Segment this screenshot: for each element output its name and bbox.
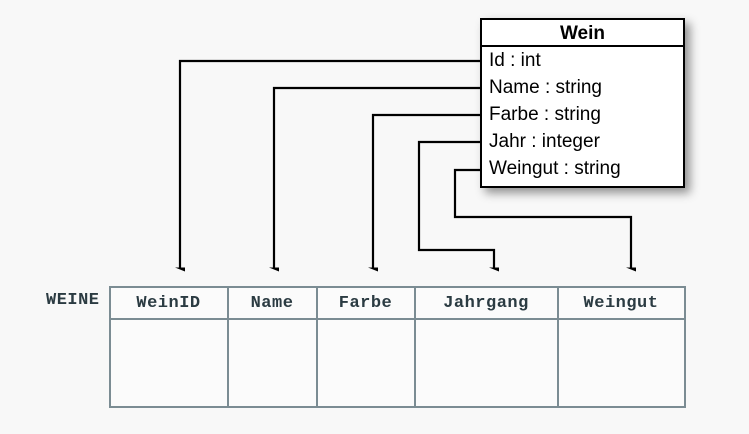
table-header-row: WeinID Name Farbe Jahrgang Weingut: [108, 286, 686, 320]
connector-farbe-to-farbe: [373, 113, 481, 268]
class-attribute: Jahr : integer: [489, 131, 600, 152]
table-row: [108, 318, 686, 408]
table-cell[interactable]: [315, 318, 416, 408]
column-header-name[interactable]: Name: [226, 286, 318, 320]
class-attribute: Farbe : string: [489, 104, 601, 125]
class-attribute: Weingut : string: [489, 158, 621, 179]
table-cell[interactable]: [413, 318, 559, 408]
class-attribute: Id : int: [489, 50, 541, 71]
column-header-jahrgang[interactable]: Jahrgang: [413, 286, 559, 320]
column-header-weinid[interactable]: WeinID: [108, 286, 229, 320]
connector-id-to-weinid: [180, 59, 481, 268]
class-title: Wein: [482, 20, 683, 47]
table-cell[interactable]: [556, 318, 686, 408]
class-attribute-list: Id : int Name : string Farbe : string Ja…: [482, 47, 683, 182]
connector-name-to-name: [274, 86, 481, 268]
connector-jahr-to-jahrgang: [417, 140, 494, 268]
column-header-weingut[interactable]: Weingut: [556, 286, 686, 320]
column-header-farbe[interactable]: Farbe: [315, 286, 416, 320]
weine-table: WeinID Name Farbe Jahrgang Weingut: [108, 286, 686, 408]
table-cell[interactable]: [108, 318, 229, 408]
table-name-label: WEINE: [46, 291, 100, 310]
relational-table-group: WEINE WeinID Name Farbe Jahrgang Weingut: [46, 286, 686, 408]
uml-class-box[interactable]: Wein Id : int Name : string Farbe : stri…: [480, 18, 685, 188]
table-cell[interactable]: [226, 318, 318, 408]
class-attribute: Name : string: [489, 77, 602, 98]
connector-weingut-to-weingut: [453, 168, 631, 268]
